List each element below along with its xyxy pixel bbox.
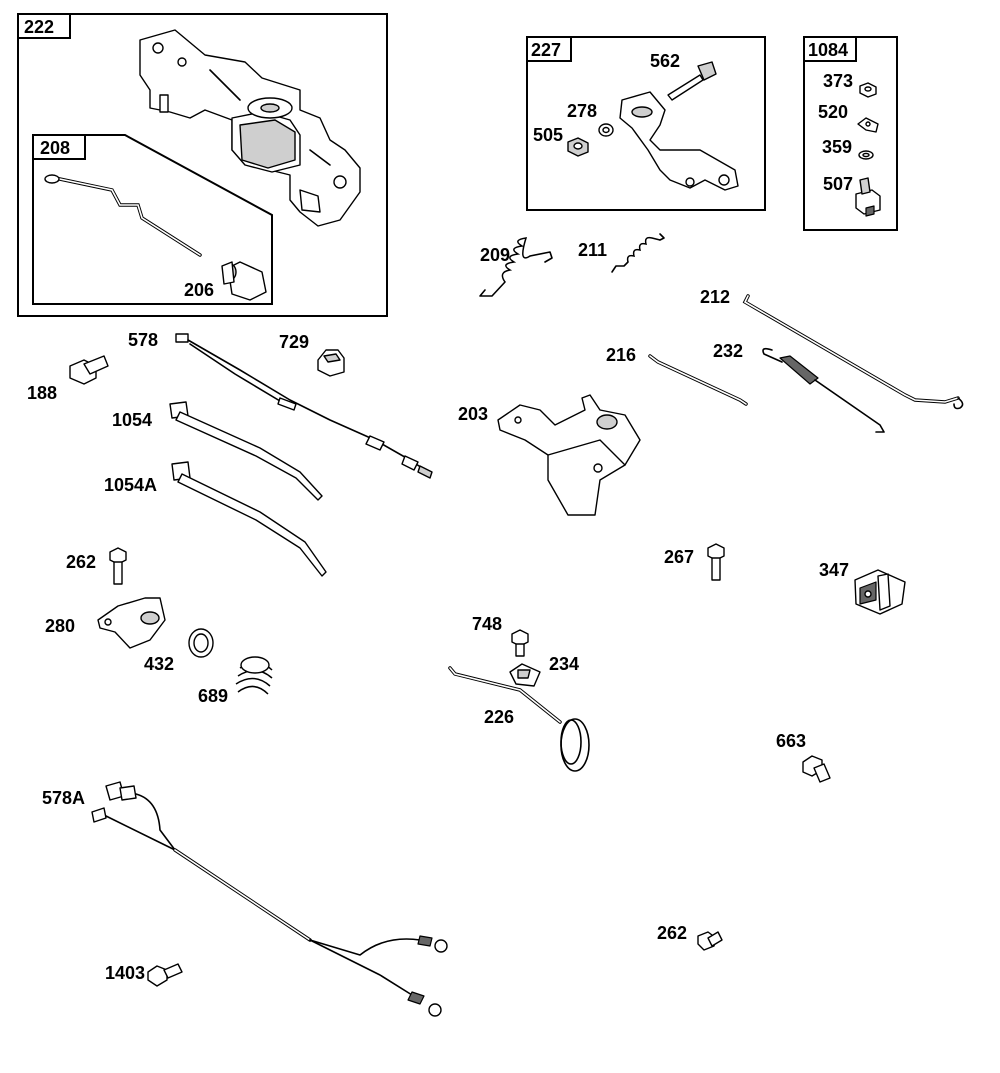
part-507-drawing xyxy=(855,177,881,217)
control-bracket-assembly-drawing xyxy=(139,29,361,227)
group-222: 222 208 xyxy=(17,13,388,317)
group-1084-label: 1084 xyxy=(808,40,848,60)
part-359-drawing xyxy=(858,150,874,160)
label-748: 748 xyxy=(472,614,502,634)
part-267-drawing xyxy=(707,543,725,581)
label-373: 373 xyxy=(823,71,853,91)
label-729: 729 xyxy=(279,332,309,352)
label-578A: 578A xyxy=(42,788,85,808)
label-347: 347 xyxy=(819,560,849,580)
part-203-drawing xyxy=(497,394,641,516)
label-226: 226 xyxy=(484,707,514,727)
part-211-drawing xyxy=(611,233,665,273)
label-211: 211 xyxy=(578,240,607,260)
group-222-label: 222 xyxy=(24,17,54,37)
label-216: 216 xyxy=(606,345,636,365)
group-227-label: 227 xyxy=(531,40,561,60)
label-359: 359 xyxy=(822,137,852,157)
part-578-drawing xyxy=(175,333,433,479)
part-262b-drawing xyxy=(697,931,723,951)
part-1403-drawing xyxy=(147,963,183,987)
part-1054A-drawing xyxy=(171,461,327,577)
label-578: 578 xyxy=(128,330,158,350)
label-232: 232 xyxy=(713,341,743,361)
label-562: 562 xyxy=(650,51,680,71)
group-208-label: 208 xyxy=(40,138,70,158)
part-748-drawing xyxy=(511,629,529,657)
governor-link-drawing xyxy=(44,174,202,257)
part-216-drawing xyxy=(648,354,748,406)
part-212-drawing xyxy=(742,294,964,410)
label-234: 234 xyxy=(549,654,579,674)
label-262b: 262 xyxy=(657,923,687,943)
label-262a: 262 xyxy=(66,552,96,572)
part-234-drawing xyxy=(509,663,541,687)
part-432-drawing xyxy=(188,628,214,658)
part-226-drawing xyxy=(448,666,590,772)
label-1054: 1054 xyxy=(112,410,152,430)
part-505-drawing xyxy=(567,137,589,157)
control-lever-drawing xyxy=(619,91,739,191)
part-232-drawing xyxy=(762,347,885,433)
part-729-drawing xyxy=(317,349,345,377)
label-507: 507 xyxy=(823,174,853,194)
part-373-drawing xyxy=(859,82,877,98)
group-208: 208 206 xyxy=(32,134,273,305)
part-188-drawing xyxy=(69,355,109,385)
part-1054-drawing xyxy=(169,401,323,501)
part-562-drawing xyxy=(667,61,717,101)
part-347-drawing xyxy=(854,569,906,615)
label-1403: 1403 xyxy=(105,963,145,983)
label-267: 267 xyxy=(664,547,694,567)
part-578A-drawing xyxy=(91,781,448,1017)
part-262a-drawing xyxy=(109,547,127,585)
label-278: 278 xyxy=(567,101,597,121)
label-1054A: 1054A xyxy=(104,475,157,495)
label-188: 188 xyxy=(27,383,57,403)
label-280: 280 xyxy=(45,616,75,636)
label-209: 209 xyxy=(480,245,510,265)
part-520-drawing xyxy=(857,117,879,133)
label-203: 203 xyxy=(458,404,488,424)
label-689: 689 xyxy=(198,686,228,706)
label-432: 432 xyxy=(144,654,174,674)
part-689-drawing xyxy=(235,656,273,695)
group-1084: 1084 373 520 359 507 xyxy=(803,36,898,231)
part-278-drawing xyxy=(598,123,614,137)
part-209-drawing xyxy=(479,237,553,297)
label-505: 505 xyxy=(533,125,563,145)
label-212: 212 xyxy=(700,287,730,307)
group-227: 227 562 278 505 xyxy=(526,36,766,211)
part-663-drawing xyxy=(802,755,831,783)
part-280-drawing xyxy=(97,597,166,649)
part-206-drawing xyxy=(221,261,267,301)
label-663: 663 xyxy=(776,731,806,751)
label-206: 206 xyxy=(184,280,214,300)
label-520: 520 xyxy=(818,102,848,122)
